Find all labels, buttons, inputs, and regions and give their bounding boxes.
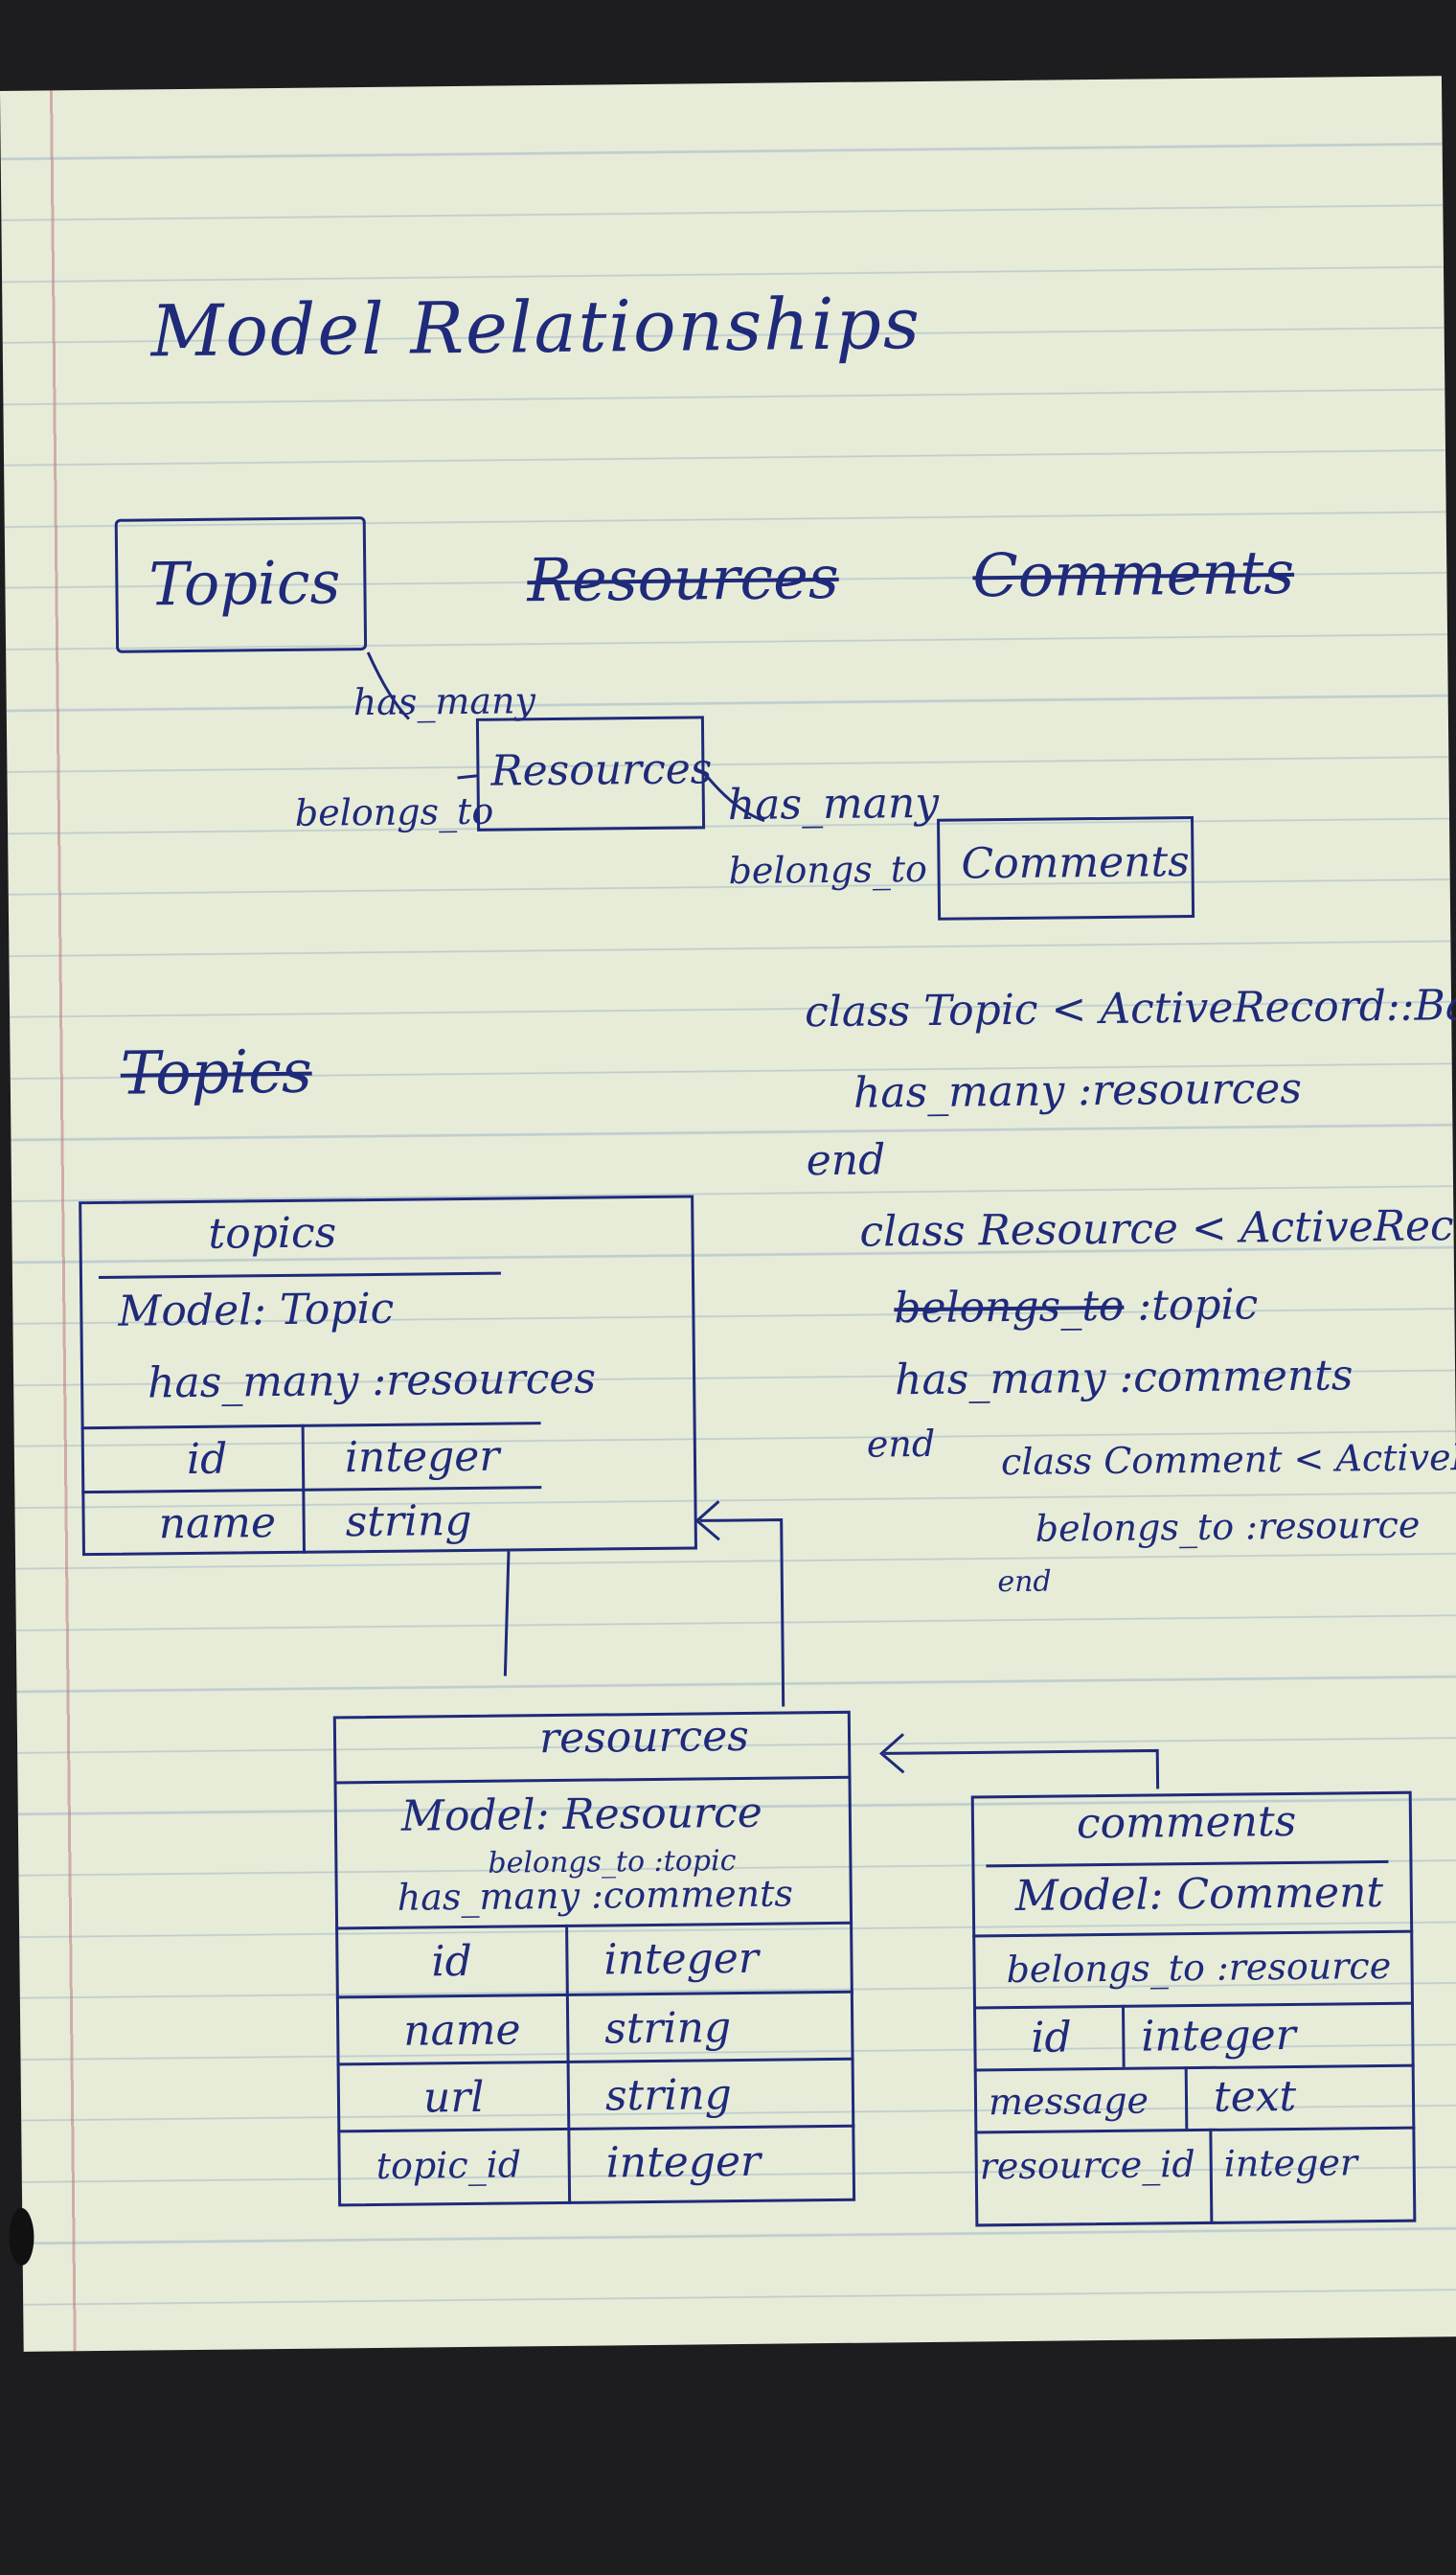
arrow-head-resources (878, 1733, 905, 1774)
arrow-head-topics (694, 1500, 720, 1541)
arrow-comments-to-resources (884, 1748, 1160, 1789)
connector-arrows (366, 651, 1160, 1789)
binder-hole (9, 2207, 34, 2267)
connector-resources-comments (703, 772, 765, 823)
arrow-resources-to-topics (699, 1518, 785, 1707)
topics-table-tail (503, 1551, 511, 1676)
connector-topics-resources (366, 651, 410, 720)
connector-resources-left (457, 774, 477, 780)
notebook-page: Model Relationships Topics Resources Com… (0, 76, 1456, 2352)
